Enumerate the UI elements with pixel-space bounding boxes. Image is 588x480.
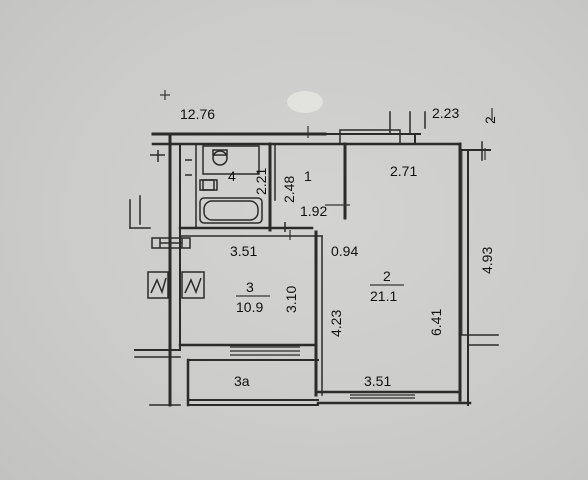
room-2-dim-bottom: 3.51 <box>364 373 391 389</box>
room-2-number: 2 <box>383 268 391 284</box>
radiators <box>147 237 205 299</box>
labels: 12.76 2.23 2 4 2.21 1 2.48 1.92 3.51 3 1… <box>180 105 498 389</box>
bathroom-fixtures <box>195 143 271 229</box>
overall-width-dim: 12.76 <box>180 106 215 122</box>
room-2-dim-notch: 0.94 <box>331 243 358 259</box>
dimension-marks <box>160 90 493 240</box>
room-2-dim-right: 4.93 <box>479 247 495 274</box>
toilet-tank <box>212 149 228 156</box>
room-2-dim-inner: 6.41 <box>428 309 444 336</box>
walls <box>129 111 499 407</box>
room-2-area: 21.1 <box>370 288 397 304</box>
sink-icon <box>202 179 218 191</box>
room-3-dim-height: 3.10 <box>283 286 299 313</box>
toilet-icon <box>212 150 228 166</box>
top-right-dim: 2.23 <box>432 105 459 121</box>
pipe-marks <box>150 150 286 232</box>
bathtub-icon <box>199 197 263 224</box>
room-2-dim-top: 2.71 <box>390 163 417 179</box>
room-3-dim-width: 3.51 <box>230 243 257 259</box>
top-right-cut: 2 <box>482 116 498 124</box>
room-1-dim-horizontal: 1.92 <box>300 203 327 219</box>
room-3-area: 10.9 <box>236 299 263 315</box>
room-1-dim-vertical: 2.48 <box>281 176 297 203</box>
room-2-dim-left: 4.23 <box>328 310 344 337</box>
room-4-dim: 2.21 <box>253 168 269 195</box>
vent-icon <box>151 237 191 249</box>
paper-smudge <box>287 91 323 113</box>
room-4-number: 4 <box>228 168 236 184</box>
room-3a-number: 3a <box>234 373 250 389</box>
windows <box>230 150 463 399</box>
room-3-number: 3 <box>246 279 254 295</box>
washbasin-counter <box>202 145 260 175</box>
radiator-icon-2 <box>181 271 205 299</box>
room-1-number: 1 <box>304 168 312 184</box>
radiator-icon <box>147 271 169 299</box>
